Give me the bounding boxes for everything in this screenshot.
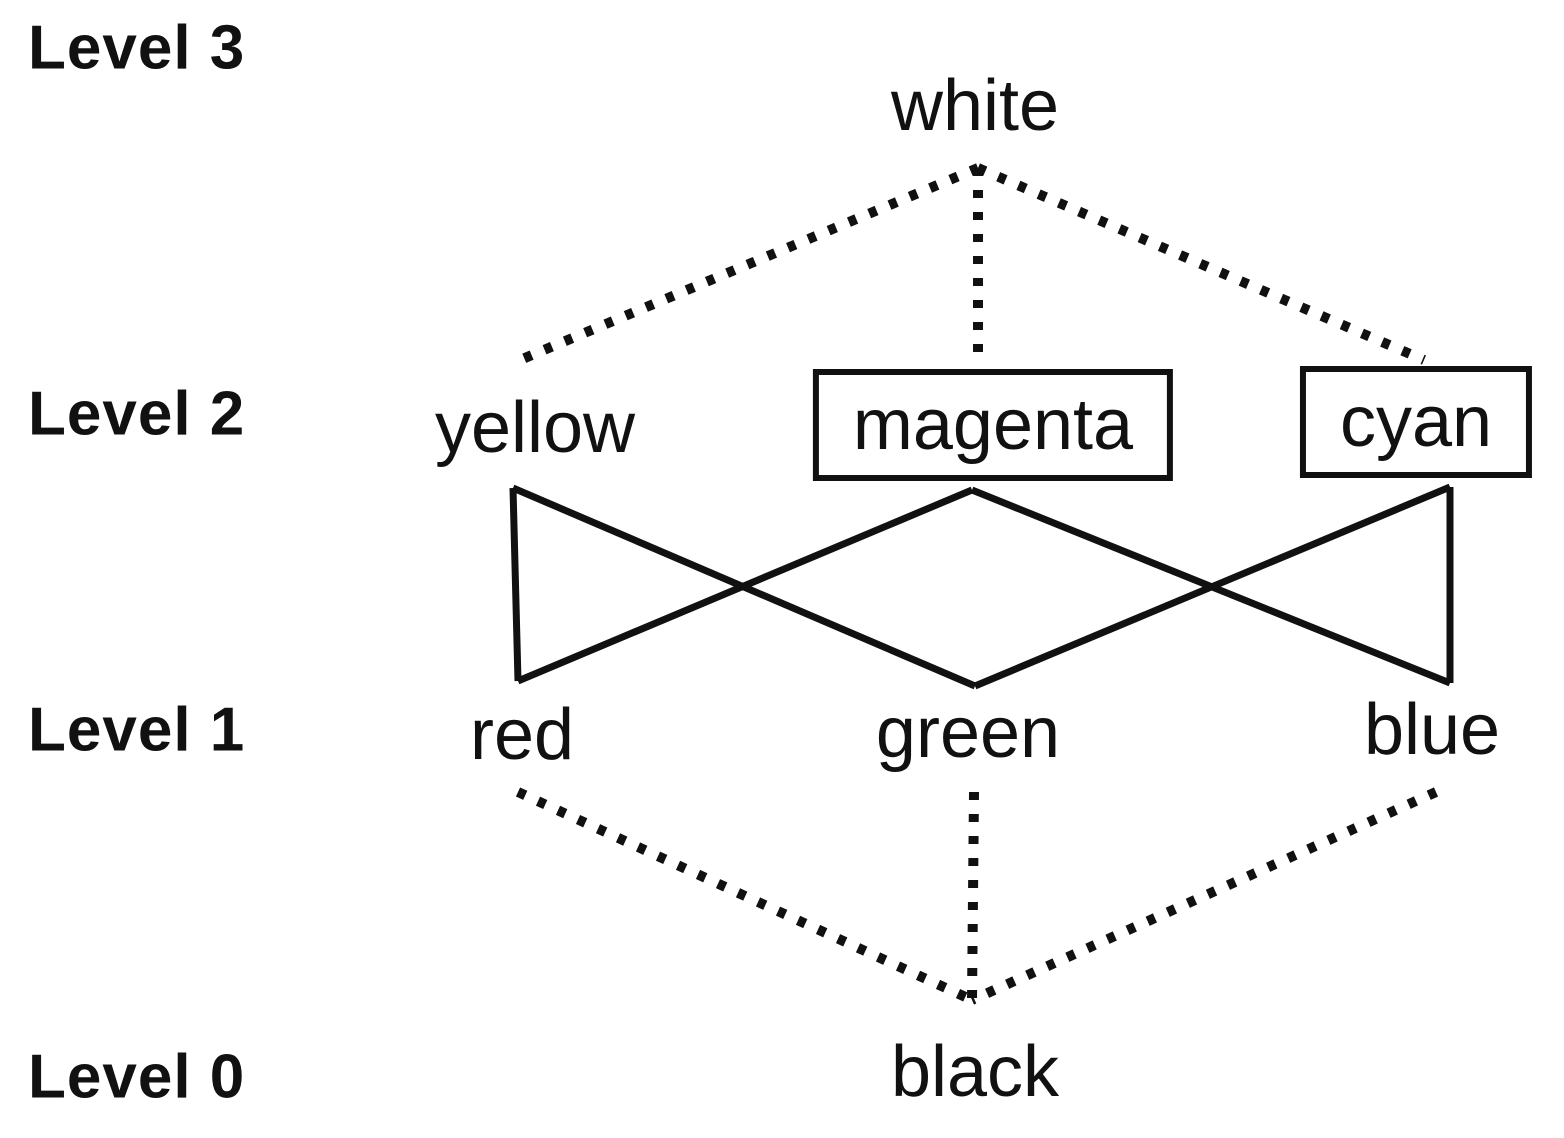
node-green: green [865,693,1071,773]
edge-red-black [515,787,975,1005]
node-black: black [880,1032,1070,1112]
level-2-label: Level 2 [28,379,246,449]
node-cyan: cyan [1299,366,1533,478]
level-0-label: Level 0 [28,1042,246,1112]
edge-white-cyan [976,163,1426,365]
node-yellow: yellow [424,388,646,468]
edge-green-black [967,791,979,1001]
node-magenta: magenta [812,369,1174,481]
level-3-label: Level 3 [28,13,246,83]
edge-magenta-red [516,486,974,685]
edge-yellow-red [509,487,522,682]
edge-cyan-green [973,483,1452,690]
node-red: red [459,695,585,775]
node-white: white [880,66,1070,146]
edge-blue-black [969,787,1439,1005]
node-blue: blue [1353,690,1511,770]
edge-white-yellow [518,163,980,365]
level-1-label: Level 1 [28,695,246,765]
